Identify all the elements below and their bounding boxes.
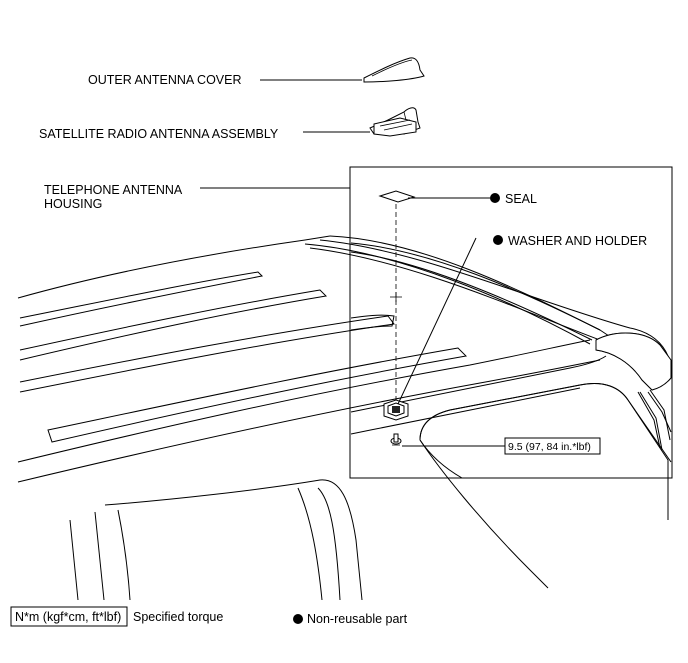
seal-part [378, 190, 416, 203]
label-washer-holder: WASHER AND HOLDER [508, 234, 647, 248]
legend-torque-desc: Specified torque [133, 610, 223, 624]
label-satellite-assembly: SATELLITE RADIO ANTENNA ASSEMBLY [39, 127, 279, 141]
alignment-cross-mark [390, 292, 402, 302]
torque-value-box [504, 437, 601, 455]
leader-washer-holder [397, 237, 477, 405]
legend-torque-box [10, 606, 128, 627]
washer-holder-part [383, 399, 409, 421]
legend-nonreusable: Non-reusable part [307, 612, 408, 626]
legend: N*m (kgf*cm, ft*lbf) Specified torque No… [10, 606, 408, 627]
label-seal: SEAL [505, 192, 537, 206]
legend-nonreusable-bullet [293, 614, 303, 624]
label-telephone-housing-2: HOUSING [44, 197, 102, 211]
vehicle-roof-illustration [17, 235, 673, 601]
label-outer-antenna-cover: OUTER ANTENNA COVER [88, 73, 242, 87]
label-telephone-housing-1: TELEPHONE ANTENNA [44, 183, 183, 197]
inset-roof-detail [350, 242, 672, 479]
label-torque-value: 9.5 (97, 84 in.*lbf) [508, 441, 591, 453]
nonreusable-bullet-washer [493, 235, 503, 245]
outer-antenna-cover-part [363, 57, 425, 83]
legend-torque-unit: N*m (kgf*cm, ft*lbf) [15, 610, 121, 624]
nonreusable-bullet-seal [490, 193, 500, 203]
detail-inset-frame [349, 166, 673, 479]
bolt-part [390, 433, 402, 446]
satellite-antenna-assembly-part [369, 107, 421, 137]
